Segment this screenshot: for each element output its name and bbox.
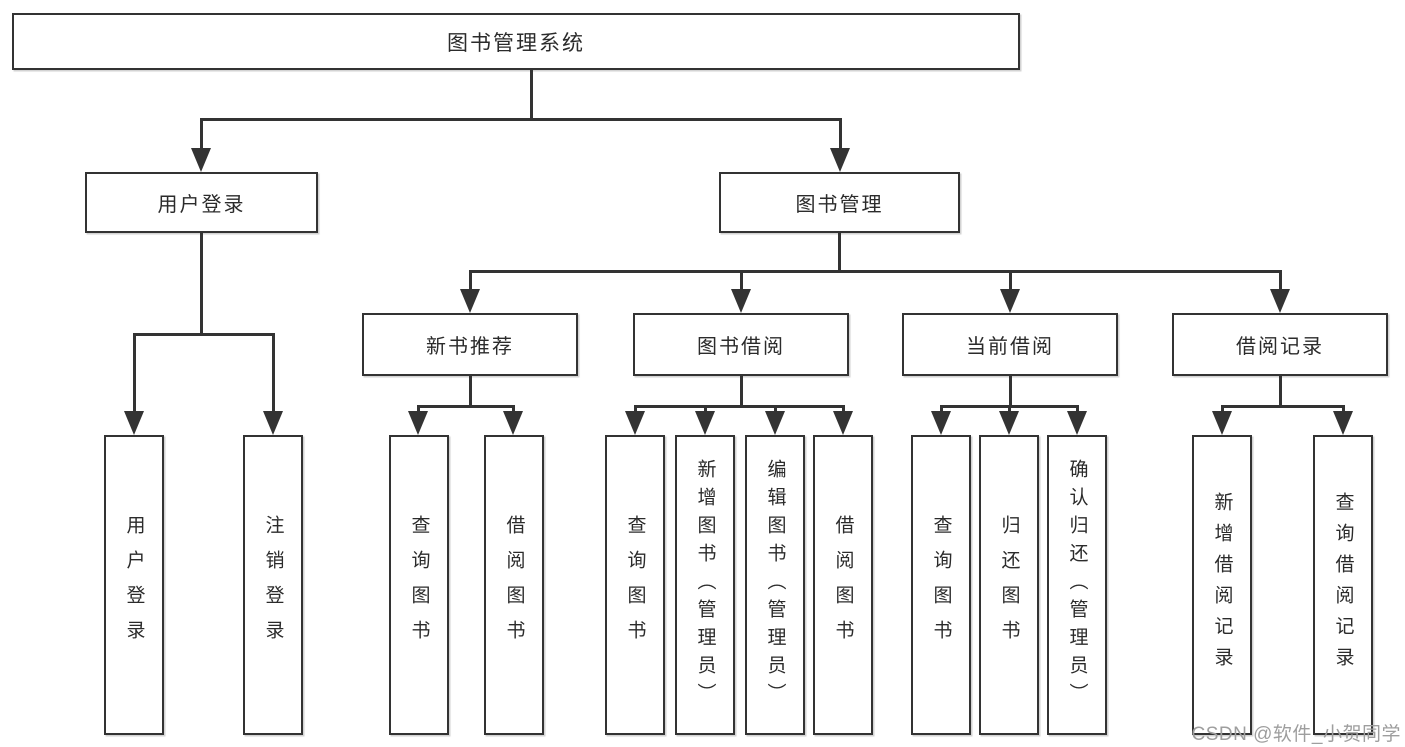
node-br-add-record: 新增借阅记录: [1192, 435, 1252, 735]
arrow-down-icon: [191, 148, 211, 172]
arrow-down-icon: [124, 411, 144, 435]
connector-current-borrowing-branch: [939, 405, 1079, 408]
arrow-down-icon: [263, 411, 283, 435]
connector-new-book-recommend-branch: [416, 405, 515, 408]
arrow-down-icon: [625, 411, 645, 435]
arrow-down-icon: [1212, 411, 1232, 435]
connector-drop-cb-confirm: [1075, 408, 1079, 413]
node-cb-confirm-return: 确认归还（管理员）: [1047, 435, 1107, 735]
connector-drop-cb-query: [939, 408, 943, 413]
node-book-management: 图书管理: [719, 172, 960, 233]
connector-drop-br-add: [1220, 408, 1224, 413]
arrow-down-icon: [1000, 289, 1020, 313]
arrow-down-icon: [999, 411, 1019, 435]
connector-user-login-branch: [132, 333, 275, 336]
connector-borrowing-records-branch: [1220, 405, 1345, 408]
node-br-query-record: 查询借阅记录: [1313, 435, 1373, 735]
node-borrowing-records: 借阅记录: [1172, 313, 1388, 376]
connector-book-borrowing-branch: [633, 405, 845, 408]
connector-borrowing-records-stem: [1278, 376, 1282, 405]
node-bb-query-books: 查询图书: [605, 435, 665, 735]
connector-drop-new-book-recommend: [468, 273, 472, 291]
arrow-down-icon: [830, 148, 850, 172]
arrow-down-icon: [1067, 411, 1087, 435]
connector-drop-nbr-query: [416, 408, 420, 413]
arrow-down-icon: [695, 411, 715, 435]
connector-user-login-stem: [199, 233, 203, 333]
node-logout-action: 注销登录: [243, 435, 303, 735]
connector-drop-bb-query: [633, 408, 637, 413]
connector-drop-cb-return: [1007, 408, 1011, 413]
connector-drop-bb-add: [703, 408, 707, 413]
connector-drop-user-login-action: [132, 336, 136, 413]
node-bb-borrow-books: 借阅图书: [813, 435, 873, 735]
connector-current-borrowing-stem: [1008, 376, 1012, 405]
connector-book-borrowing-stem: [739, 376, 743, 405]
connector-drop-nbr-borrow: [511, 408, 515, 413]
arrow-down-icon: [460, 289, 480, 313]
node-root: 图书管理系统: [12, 13, 1020, 70]
connector-new-book-recommend-stem: [468, 376, 472, 405]
node-cb-return-books: 归还图书: [979, 435, 1039, 735]
connector-drop-logout-action: [271, 336, 275, 413]
connector-drop-bb-borrow: [841, 408, 845, 413]
arrow-down-icon: [731, 289, 751, 313]
arrow-down-icon: [503, 411, 523, 435]
connector-book-management-stem: [838, 233, 841, 270]
node-bb-edit-books: 编辑图书（管理员）: [745, 435, 805, 735]
connector-drop-book-borrowing: [739, 273, 743, 291]
node-user-login-action: 用户登录: [104, 435, 164, 735]
node-bb-add-books: 新增图书（管理员）: [675, 435, 735, 735]
connector-drop-br-query: [1341, 408, 1345, 413]
connector-drop-borrowing-records: [1278, 273, 1282, 291]
node-user-login: 用户登录: [85, 172, 318, 233]
arrow-down-icon: [1270, 289, 1290, 313]
connector-drop-current-borrowing: [1008, 273, 1012, 291]
connector-root-stem: [529, 70, 533, 118]
connector-drop-book-management: [838, 121, 842, 151]
connector-root-branch: [199, 118, 842, 121]
connector-drop-bb-edit: [773, 408, 777, 413]
arrow-down-icon: [765, 411, 785, 435]
connector-book-management-branch: [468, 270, 1282, 273]
arrow-down-icon: [833, 411, 853, 435]
node-nbr-borrow-books: 借阅图书: [484, 435, 544, 735]
csdn-watermark: CSDN @软件_小贺同学: [1191, 724, 1401, 745]
arrow-down-icon: [1333, 411, 1353, 435]
arrow-down-icon: [931, 411, 951, 435]
node-cb-query-books: 查询图书: [911, 435, 971, 735]
arrow-down-icon: [408, 411, 428, 435]
node-new-book-recommend: 新书推荐: [362, 313, 578, 376]
node-nbr-query-books: 查询图书: [389, 435, 449, 735]
connector-drop-user-login: [199, 121, 203, 151]
node-current-borrowing: 当前借阅: [902, 313, 1118, 376]
node-book-borrowing: 图书借阅: [633, 313, 849, 376]
